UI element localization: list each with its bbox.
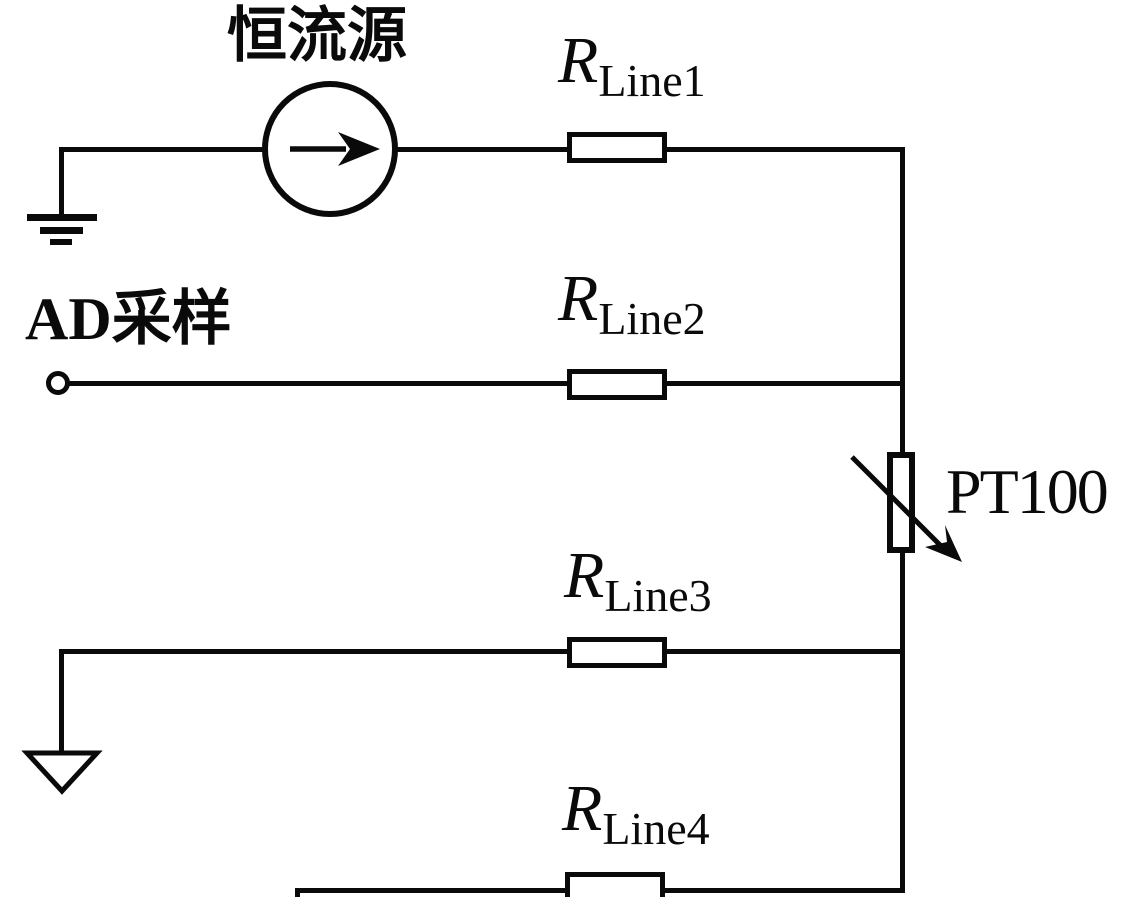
resistor-symbol: R [562,772,603,845]
variable-resistor-arrow-icon [850,455,962,562]
ground-stem-top [59,147,64,218]
resistor-subscript: Line4 [602,803,710,854]
resistor-line3 [567,637,667,668]
resistor-subscript: Line1 [598,55,706,106]
wire-line2 [66,381,905,386]
ad-terminal-icon [46,371,70,395]
resistor-label-line3: RLine3 [564,543,712,619]
wire-line3 [59,649,905,654]
wire-line4-stub [295,888,300,897]
resistor-label-line1: RLine1 [558,28,706,104]
resistor-subscript: Line3 [604,570,712,621]
ground-bar-3 [50,239,72,245]
ground-bar-1 [27,214,97,221]
resistor-symbol: R [558,24,599,97]
resistor-label-line2: RLine2 [558,266,706,342]
ground-bar-2 [40,227,83,234]
resistor-symbol: R [558,262,599,335]
resistor-line4 [565,872,665,897]
resistor-subscript: Line2 [598,293,706,344]
ad-sampling-label: AD采样 [25,286,232,352]
current-source-label: 恒流源 [227,3,407,69]
ground-stem-bottom [59,649,64,755]
pt100-label: PT100 [946,456,1109,527]
resistor-label-line4: RLine4 [562,776,710,852]
current-arrow-icon [290,132,380,166]
ground-triangle-icon [21,750,103,795]
resistor-line1 [567,132,667,163]
resistor-line2 [567,369,667,400]
wire-line1 [59,147,905,152]
resistor-symbol: R [564,539,605,612]
